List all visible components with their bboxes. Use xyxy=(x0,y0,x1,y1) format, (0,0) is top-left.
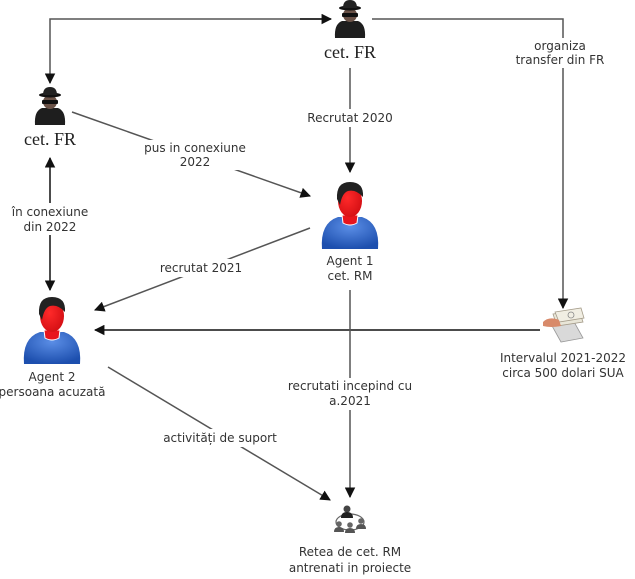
money-hand-icon xyxy=(543,307,585,343)
node-money[interactable]: Intervalul 2021-2022 circa 500 dolari SU… xyxy=(500,307,626,380)
edge-label-top-money-2: transfer din FR xyxy=(516,53,605,67)
edge-label-recrutati-1: recrutati incepind cu xyxy=(288,379,412,393)
edge-label-recrutat-2020: Recrutat 2020 xyxy=(307,111,392,125)
edge-left-agent2: în conexiune din 2022 xyxy=(8,156,94,292)
person-red-icon xyxy=(23,297,81,364)
edge-label-bg xyxy=(8,203,94,235)
node-label-2: persoana acuzată xyxy=(0,385,105,399)
node-agent2[interactable]: Agent 2 persoana acuzată xyxy=(0,297,105,399)
edge-label-conexiune-1: în conexiune xyxy=(11,205,89,219)
node-label-1: Agent 2 xyxy=(29,370,76,384)
edge-agent2-to-network: activități de suport xyxy=(107,366,331,501)
node-fr-left[interactable]: cet. FR xyxy=(24,87,76,149)
edge-label-conexiune-2: din 2022 xyxy=(24,220,77,234)
edge-left-to-agent1: pus in conexiune 2022 xyxy=(71,111,311,198)
edge-label-bg xyxy=(140,140,250,170)
edge-label-pus-1: pus in conexiune xyxy=(144,141,246,155)
node-label-1: Retea de cet. RM xyxy=(299,545,401,559)
edge-label-bg xyxy=(160,429,280,447)
edge-label-top-money-1: organiza xyxy=(534,39,586,53)
edge-line xyxy=(372,18,569,310)
node-network[interactable]: Retea de cet. RM antrenati in proiecte xyxy=(289,505,411,576)
node-label: cet. FR xyxy=(324,42,376,62)
edge-line xyxy=(44,18,330,85)
edge-label-recrutati-2: a.2021 xyxy=(329,394,371,408)
person-red-icon xyxy=(321,182,379,249)
spy-icon xyxy=(334,0,366,38)
edge-label-bg xyxy=(158,259,244,277)
node-label-2: cet. RM xyxy=(327,269,372,283)
edge-top-to-agent1: Recrutat 2020 xyxy=(305,68,395,174)
edge-label-bg xyxy=(305,109,395,127)
node-label-2: antrenati in proiecte xyxy=(289,561,411,575)
edge-top-to-money: organiza transfer din FR xyxy=(372,18,618,310)
node-label-2: circa 500 dolari SUA xyxy=(502,366,624,380)
node-label-1: Agent 1 xyxy=(327,254,374,268)
edge-agent1-to-network: recrutati incepind cu a.2021 xyxy=(285,290,415,499)
edge-label-bg xyxy=(510,38,618,68)
edge-label-bg xyxy=(285,378,415,410)
edge-agent1-to-agent2: recrutat 2021 xyxy=(94,227,311,312)
node-fr-top[interactable]: cet. FR xyxy=(324,0,376,62)
edge-label-pus-2: 2022 xyxy=(180,155,211,169)
node-label: cet. FR xyxy=(24,129,76,149)
network-people-icon xyxy=(334,505,366,533)
edge-top-to-left xyxy=(44,18,330,85)
node-agent1[interactable]: Agent 1 cet. RM xyxy=(321,182,379,283)
edge-label-activitati: activități de suport xyxy=(163,431,277,445)
spy-icon xyxy=(34,87,66,125)
edge-label-recrutat-2021: recrutat 2021 xyxy=(160,261,242,275)
node-label-1: Intervalul 2021-2022 xyxy=(500,351,626,365)
